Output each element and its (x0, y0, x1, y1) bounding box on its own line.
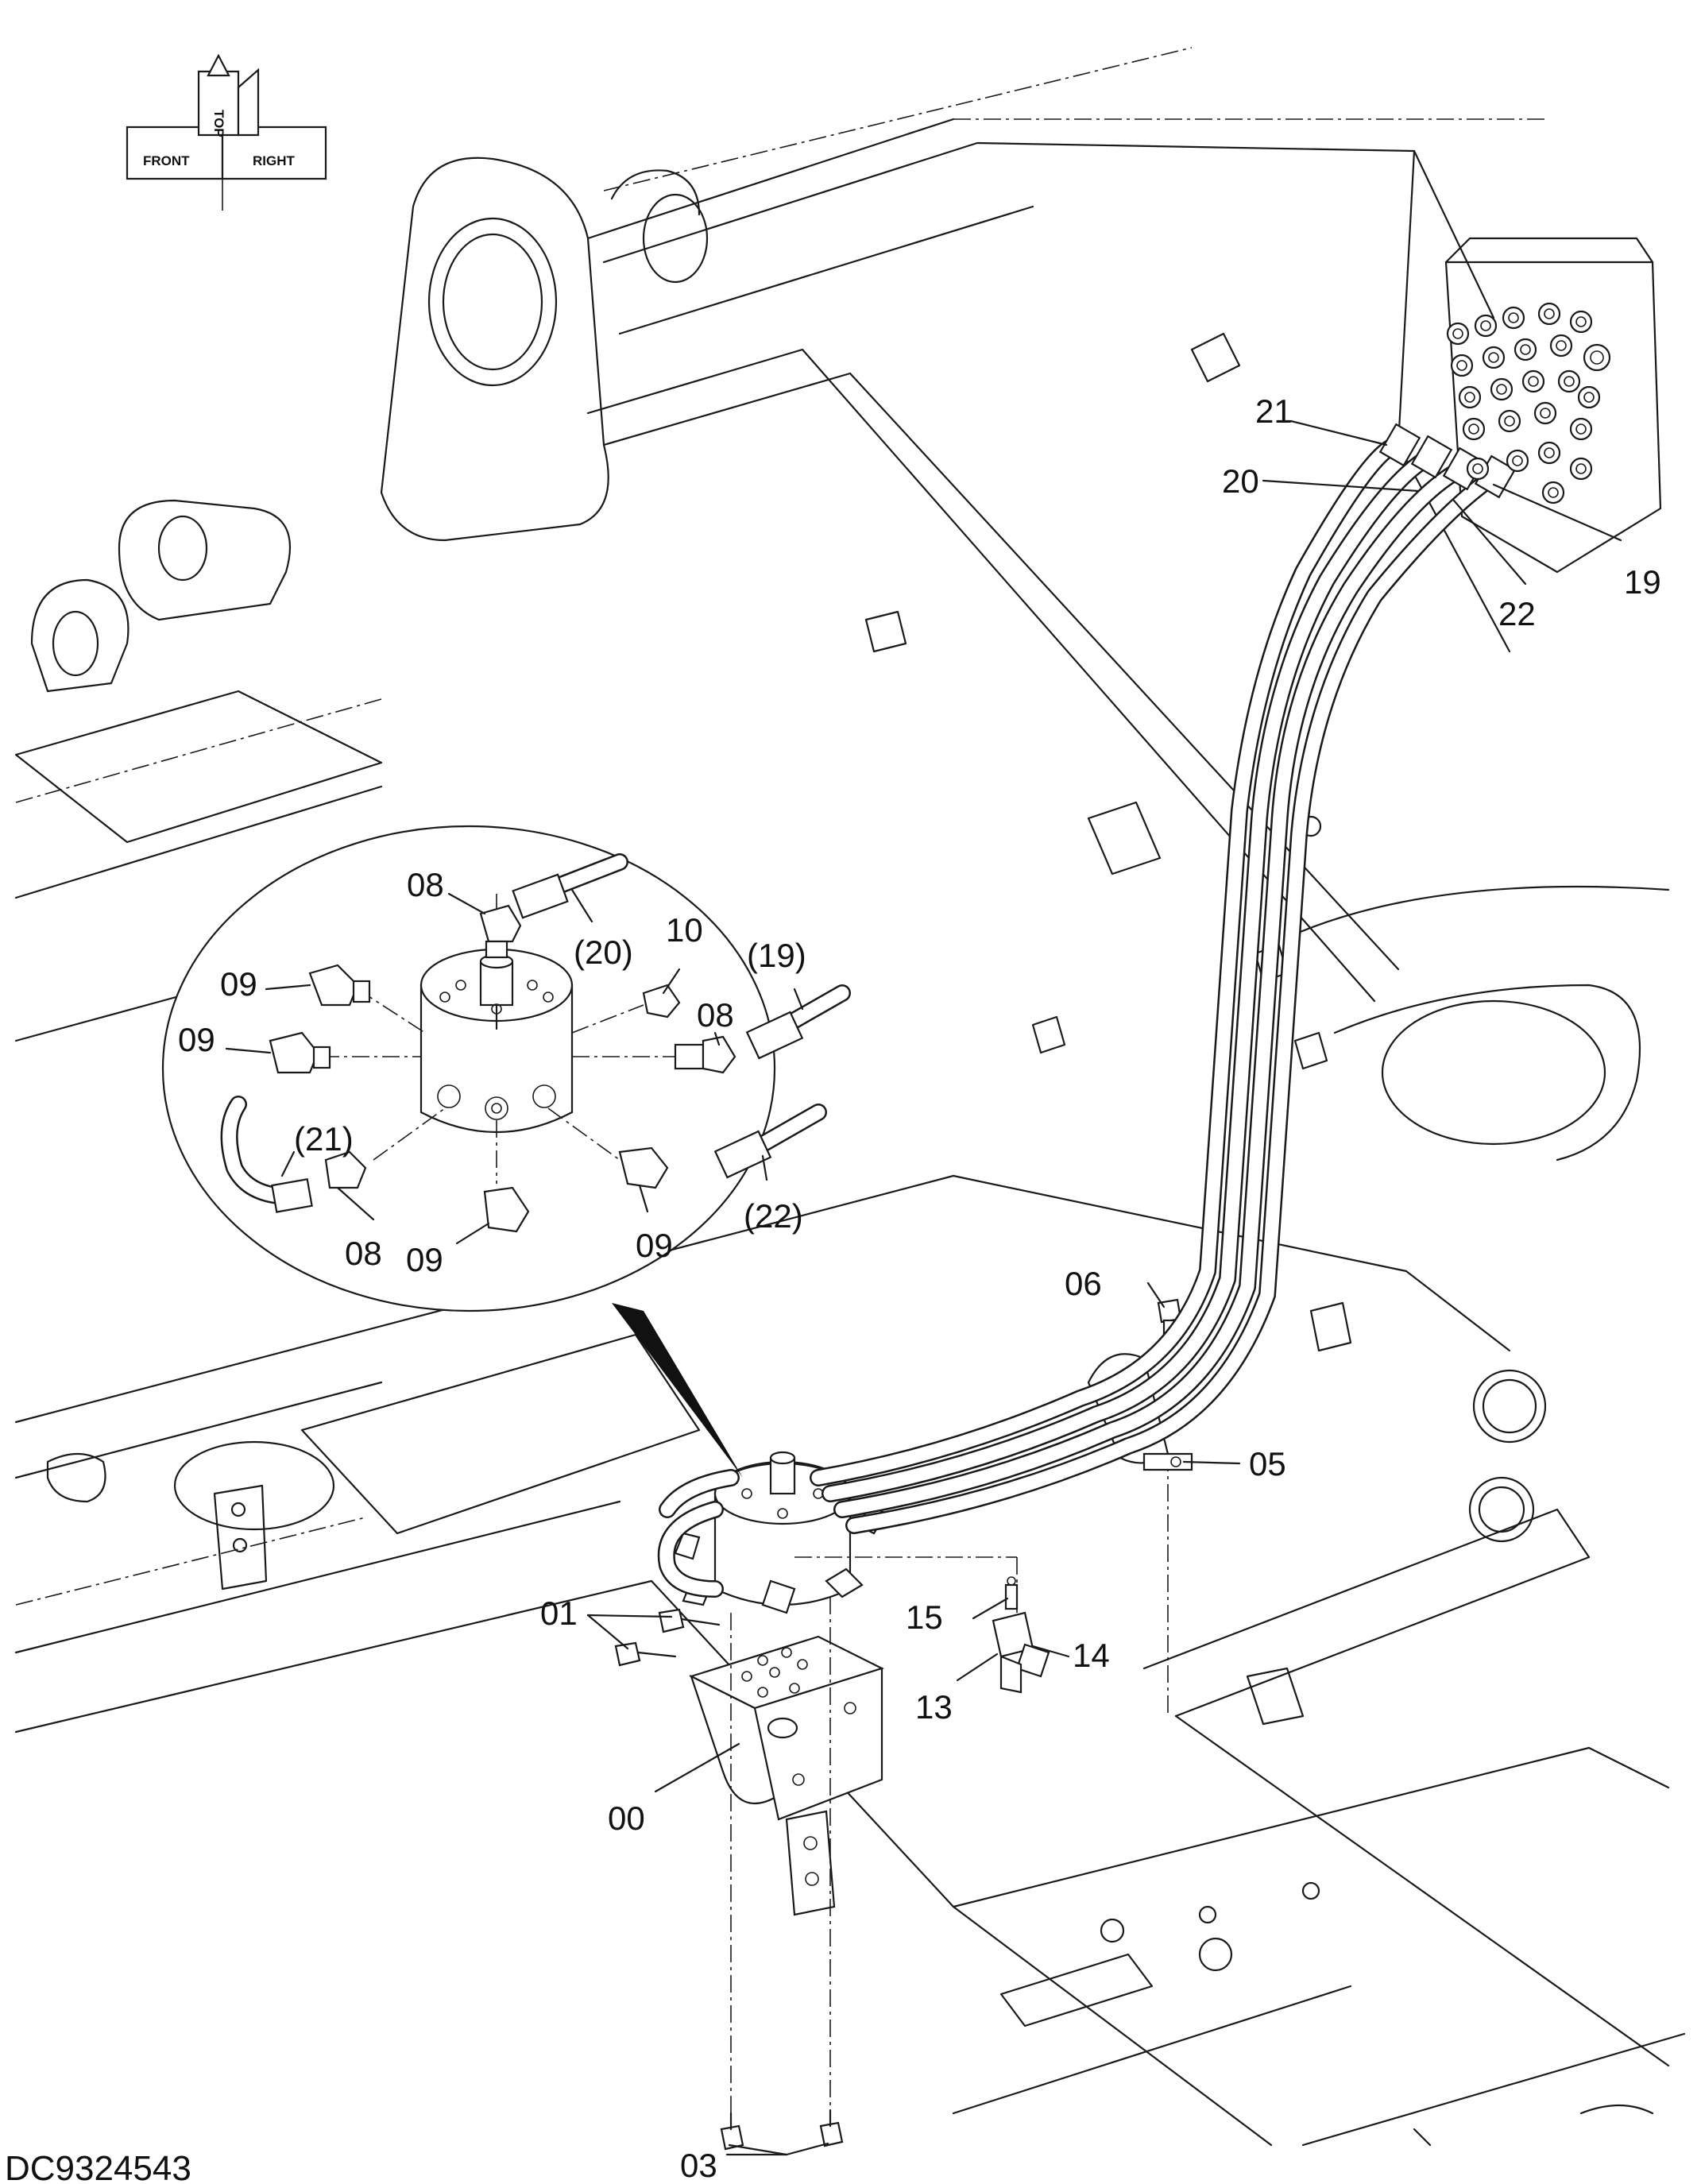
detail-callout-09-left: 09 (178, 1021, 215, 1058)
detail-callout-21: (21) (294, 1120, 354, 1158)
detail-callout-09-upper-left: 09 (220, 965, 257, 1003)
callout-13: 13 (915, 1688, 953, 1726)
detail-callout-08-bottom: 08 (345, 1235, 382, 1272)
callout-22: 22 (1498, 595, 1536, 632)
detail-labels: 08 (20) 10 (19) 08 09 09 (21) 08 09 09 (… (178, 866, 806, 1278)
callout-03: 03 (680, 2147, 717, 2184)
detail-callout-08-right: 08 (697, 996, 734, 1034)
callout-14: 14 (1073, 1637, 1110, 1674)
port-plate-fittings (1446, 302, 1611, 504)
detail-callout-10: 10 (666, 911, 703, 949)
detail-callout-08-top: 08 (407, 866, 444, 903)
hose-bundle (657, 423, 1517, 1598)
detail-callout-22: (22) (744, 1197, 803, 1235)
detail-callout-09-bottom: 09 (406, 1241, 443, 1278)
callout-20: 20 (1222, 462, 1259, 500)
detail-callout-20: (20) (574, 934, 633, 971)
callout-labels: 21 20 22 19 05 06 15 14 13 01 00 03 (540, 392, 1661, 2184)
orientation-right-label: RIGHT (253, 153, 296, 168)
detail-view (161, 825, 851, 1478)
orientation-front-label: FRONT (143, 153, 190, 168)
callout-00: 00 (608, 1799, 645, 1837)
detail-callout-09-bottom-right: 09 (636, 1227, 673, 1264)
callout-01: 01 (540, 1595, 578, 1632)
detail-callout-19: (19) (747, 937, 806, 974)
detail-pointer (612, 1303, 743, 1478)
leader-lines (225, 419, 1622, 2156)
upper-frame-structure (14, 47, 1670, 1543)
orientation-indicator: FRONT RIGHT TOP (126, 53, 327, 211)
orientation-top-label: TOP (211, 110, 226, 137)
callout-06: 06 (1065, 1265, 1102, 1302)
callout-15: 15 (906, 1598, 943, 1636)
drawing-code: DC9324543 (5, 2149, 191, 2184)
callout-19: 19 (1624, 563, 1661, 601)
callout-05: 05 (1249, 1445, 1286, 1482)
callout-21: 21 (1255, 392, 1293, 430)
